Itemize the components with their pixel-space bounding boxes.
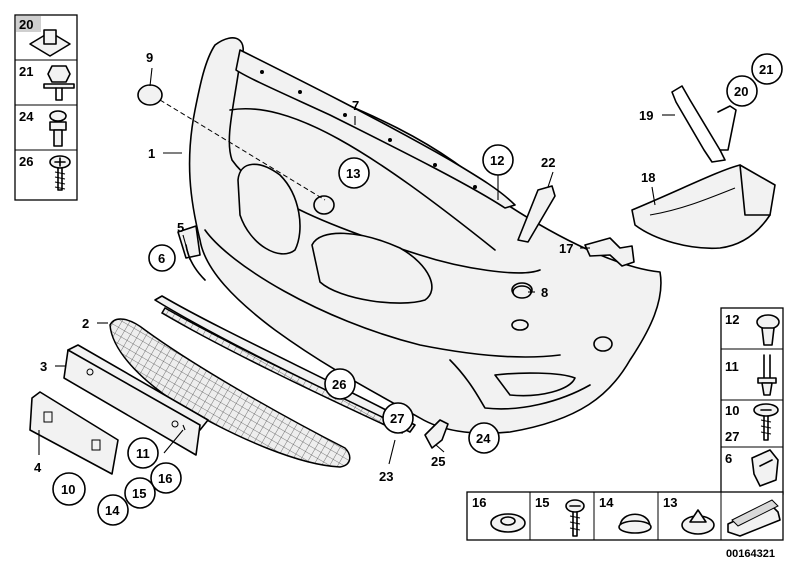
leader-lines — [38, 67, 675, 465]
bracket-22 — [517, 185, 556, 243]
diagram-id: 00164321 — [726, 548, 775, 560]
highlight-20 — [16, 16, 41, 32]
bumper-cover — [177, 37, 662, 435]
svg-text:27: 27 — [390, 411, 404, 426]
callout-26: 26 — [324, 368, 356, 400]
left-fastener-column: 20 21 24 26 — [14, 14, 78, 201]
callout-10: 10 — [52, 472, 86, 506]
expansion-rivet-icon — [49, 110, 67, 147]
direction-arrow-icon — [727, 499, 781, 537]
svg-text:15: 15 — [132, 486, 146, 501]
licence-plate — [29, 391, 119, 475]
emblem-grommet-icon — [681, 509, 715, 535]
spring-clip-icon — [751, 449, 779, 487]
label-4: 4 — [34, 460, 42, 475]
plate-base — [63, 344, 209, 456]
label-25: 25 — [431, 454, 445, 469]
cap-plug-icon — [618, 513, 652, 534]
callout-15: 15 — [124, 477, 156, 509]
right-label-27: 27 — [725, 429, 739, 444]
self-tapping-screw-icon — [49, 155, 71, 191]
svg-text:20: 20 — [734, 84, 748, 99]
svg-text:13: 13 — [346, 166, 360, 181]
circled-callouts: 6 10 11 12 13 14 15 16 20 21 24 26 27 — [52, 53, 783, 526]
label-8: 8 — [541, 285, 548, 300]
push-clip-icon — [756, 314, 780, 346]
label-18: 18 — [641, 170, 655, 185]
bracket-17 — [584, 237, 635, 267]
emblem-guide-line — [159, 99, 326, 201]
washer-screw-icon — [753, 403, 779, 441]
grommet-icon — [490, 513, 526, 533]
right-label-11: 11 — [725, 359, 739, 374]
label-22: 22 — [541, 155, 555, 170]
bottom-fastener-row: 16 15 14 13 — [466, 491, 784, 541]
right-label-12: 12 — [725, 312, 739, 327]
bracket-19 — [671, 85, 737, 163]
svg-text:24: 24 — [476, 431, 491, 446]
svg-text:12: 12 — [490, 153, 504, 168]
bottom-label-14: 14 — [599, 495, 614, 510]
callout-20: 20 — [726, 75, 758, 107]
bracket-25 — [424, 419, 449, 449]
right-label-6: 6 — [725, 451, 732, 466]
bottom-label-13: 13 — [663, 495, 677, 510]
left-label-24: 24 — [19, 109, 34, 124]
bottom-label-15: 15 — [535, 495, 549, 510]
upper-carrier — [235, 49, 516, 209]
callout-11: 11 — [127, 437, 159, 469]
callout-12: 12 — [482, 144, 514, 176]
bottom-label-16: 16 — [472, 495, 486, 510]
svg-text:14: 14 — [105, 503, 120, 518]
svg-text:21: 21 — [759, 62, 773, 77]
label-17: 17 — [559, 241, 573, 256]
callout-6: 6 — [148, 244, 176, 272]
hex-bolt-icon — [43, 65, 75, 101]
right-label-10: 10 — [725, 403, 739, 418]
emblem-9 — [137, 84, 163, 106]
label-5: 5 — [177, 220, 184, 235]
pan-screw-icon — [565, 499, 585, 537]
right-fastener-column: 12 11 10 27 6 — [720, 307, 784, 495]
emblem-13 — [313, 195, 335, 215]
svg-text:11: 11 — [136, 446, 150, 461]
label-9: 9 — [146, 50, 153, 65]
svg-text:6: 6 — [158, 251, 165, 266]
left-label-21: 21 — [19, 64, 33, 79]
left-label-26: 26 — [19, 154, 33, 169]
svg-text:26: 26 — [332, 377, 346, 392]
label-23: 23 — [379, 469, 393, 484]
callout-16: 16 — [150, 462, 182, 494]
label-19: 19 — [639, 108, 653, 123]
plain-labels: 1 2 3 4 5 7 8 9 17 18 19 22 23 25 — [34, 50, 655, 484]
callout-21: 21 — [751, 53, 783, 85]
rivet-pin-icon — [757, 354, 777, 396]
label-2: 2 — [82, 316, 89, 331]
callout-14: 14 — [97, 494, 129, 526]
callout-13: 13 — [338, 157, 370, 189]
air-duct-18 — [631, 164, 776, 250]
left-label-20: 20 — [19, 17, 33, 32]
clip-nut-icon — [29, 29, 71, 57]
callout-24: 24 — [468, 422, 500, 454]
callout-27: 27 — [382, 402, 414, 434]
svg-text:10: 10 — [61, 482, 75, 497]
svg-text:16: 16 — [158, 471, 172, 486]
label-1: 1 — [148, 146, 155, 161]
label-3: 3 — [40, 359, 47, 374]
label-7: 7 — [352, 98, 359, 113]
